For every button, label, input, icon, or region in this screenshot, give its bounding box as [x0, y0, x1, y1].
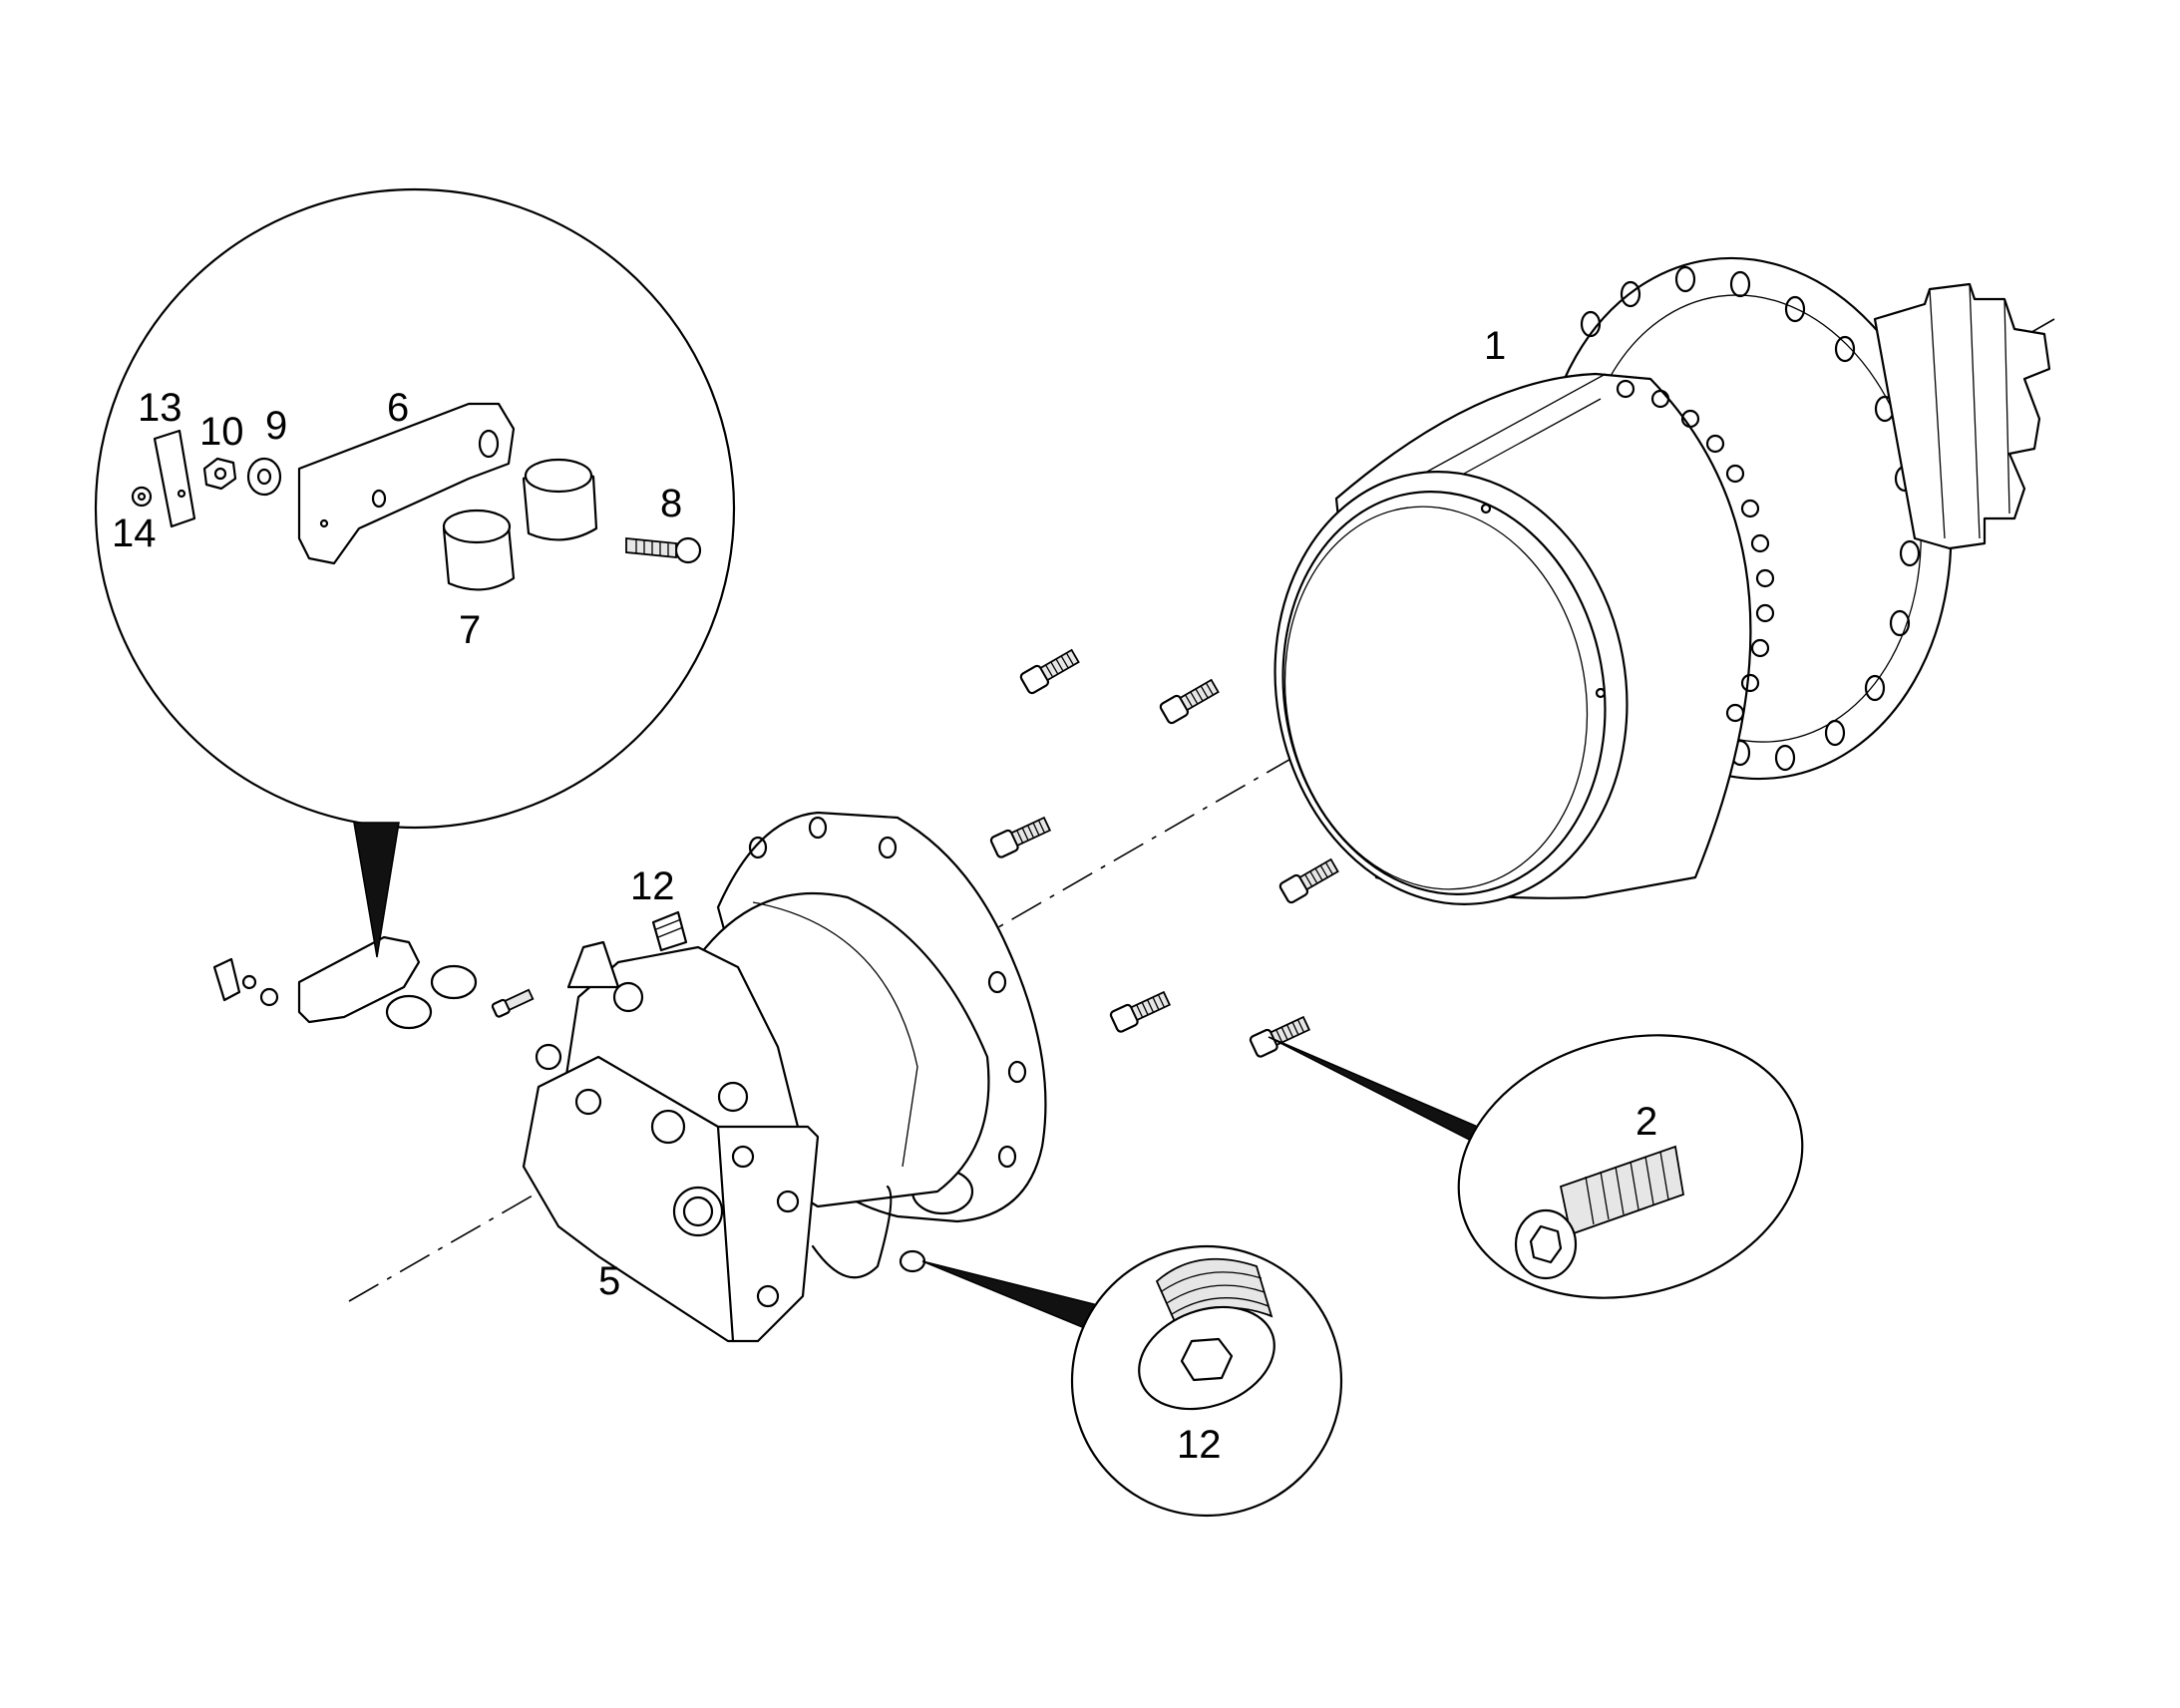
callout-13: 13: [138, 386, 182, 430]
callout-2: 2: [1635, 1100, 1657, 1144]
callout-14: 14: [112, 512, 157, 555]
gearbox-housing: [1273, 256, 2051, 905]
detail-circle-bracket: [94, 187, 736, 958]
splined-output-shaft: [1873, 282, 2051, 550]
callout-7: 7: [459, 608, 481, 652]
bolt: [1019, 648, 1080, 695]
callout-1: 1: [1484, 324, 1506, 368]
callout-12-detail: 12: [1177, 1423, 1222, 1467]
callout-12: 12: [630, 864, 675, 908]
mounted-bracket-assembly: [212, 935, 535, 1030]
bolt: [1159, 678, 1220, 725]
bolt: [1109, 990, 1172, 1033]
callout-5: 5: [598, 1259, 620, 1303]
callout-9: 9: [265, 404, 287, 448]
callout-labels: 1 2 5 6 7 8 9 10 12 12 13 14: [112, 324, 1657, 1467]
callout-6: 6: [387, 386, 409, 430]
detail-circle-bolt: [1268, 1034, 1804, 1299]
callout-10: 10: [199, 410, 244, 454]
clamp-pair: [442, 458, 598, 591]
callout-8: 8: [660, 482, 682, 525]
clamp-bolt: [625, 536, 702, 564]
bolt: [989, 816, 1052, 858]
detail-circle-plug: [921, 1244, 1343, 1518]
bolt: [1278, 857, 1339, 904]
gear-teeth: [1616, 379, 1775, 723]
loose-bolts: [989, 648, 1339, 1058]
hydraulic-motor: [522, 811, 1047, 1343]
